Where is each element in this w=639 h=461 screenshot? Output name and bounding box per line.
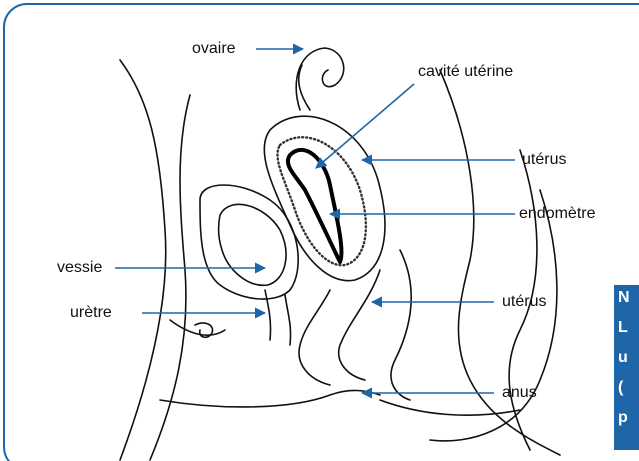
side-box-line: ( (618, 379, 623, 397)
side-box-line: u (618, 349, 628, 367)
label-uterus-low: utérus (502, 293, 546, 311)
ovary (296, 48, 344, 110)
side-box-line: N (618, 289, 630, 307)
arrows (115, 49, 515, 393)
label-uterus-top: utérus (522, 151, 566, 169)
front-outline (440, 70, 560, 455)
rectum-front (391, 250, 411, 400)
rectum-back (430, 190, 557, 441)
label-endometre: endomètre (519, 205, 596, 223)
perineum (160, 390, 380, 407)
side-box-line: L (618, 319, 628, 337)
uterine-cavity (288, 150, 342, 262)
labia (170, 320, 225, 335)
urethra-2 (285, 295, 291, 345)
label-ovaire: ovaire (192, 40, 236, 58)
buttock (380, 400, 520, 415)
side-box-line: p (618, 409, 628, 427)
urethra (265, 290, 271, 340)
label-vessie: vessie (57, 259, 102, 277)
arrow-cavite (316, 84, 414, 168)
vagina-front (299, 290, 330, 385)
vagina-back (339, 270, 380, 380)
side-info-box: N L u ( p (614, 285, 639, 450)
tube (299, 65, 310, 110)
uterus-outer (264, 116, 385, 280)
bladder-inner (219, 204, 286, 285)
label-cavite-uterine: cavité utérine (418, 63, 513, 81)
line-art (120, 48, 560, 460)
label-uretre: urètre (70, 304, 112, 322)
label-anus: anus (502, 384, 537, 402)
back-outline (120, 60, 166, 460)
